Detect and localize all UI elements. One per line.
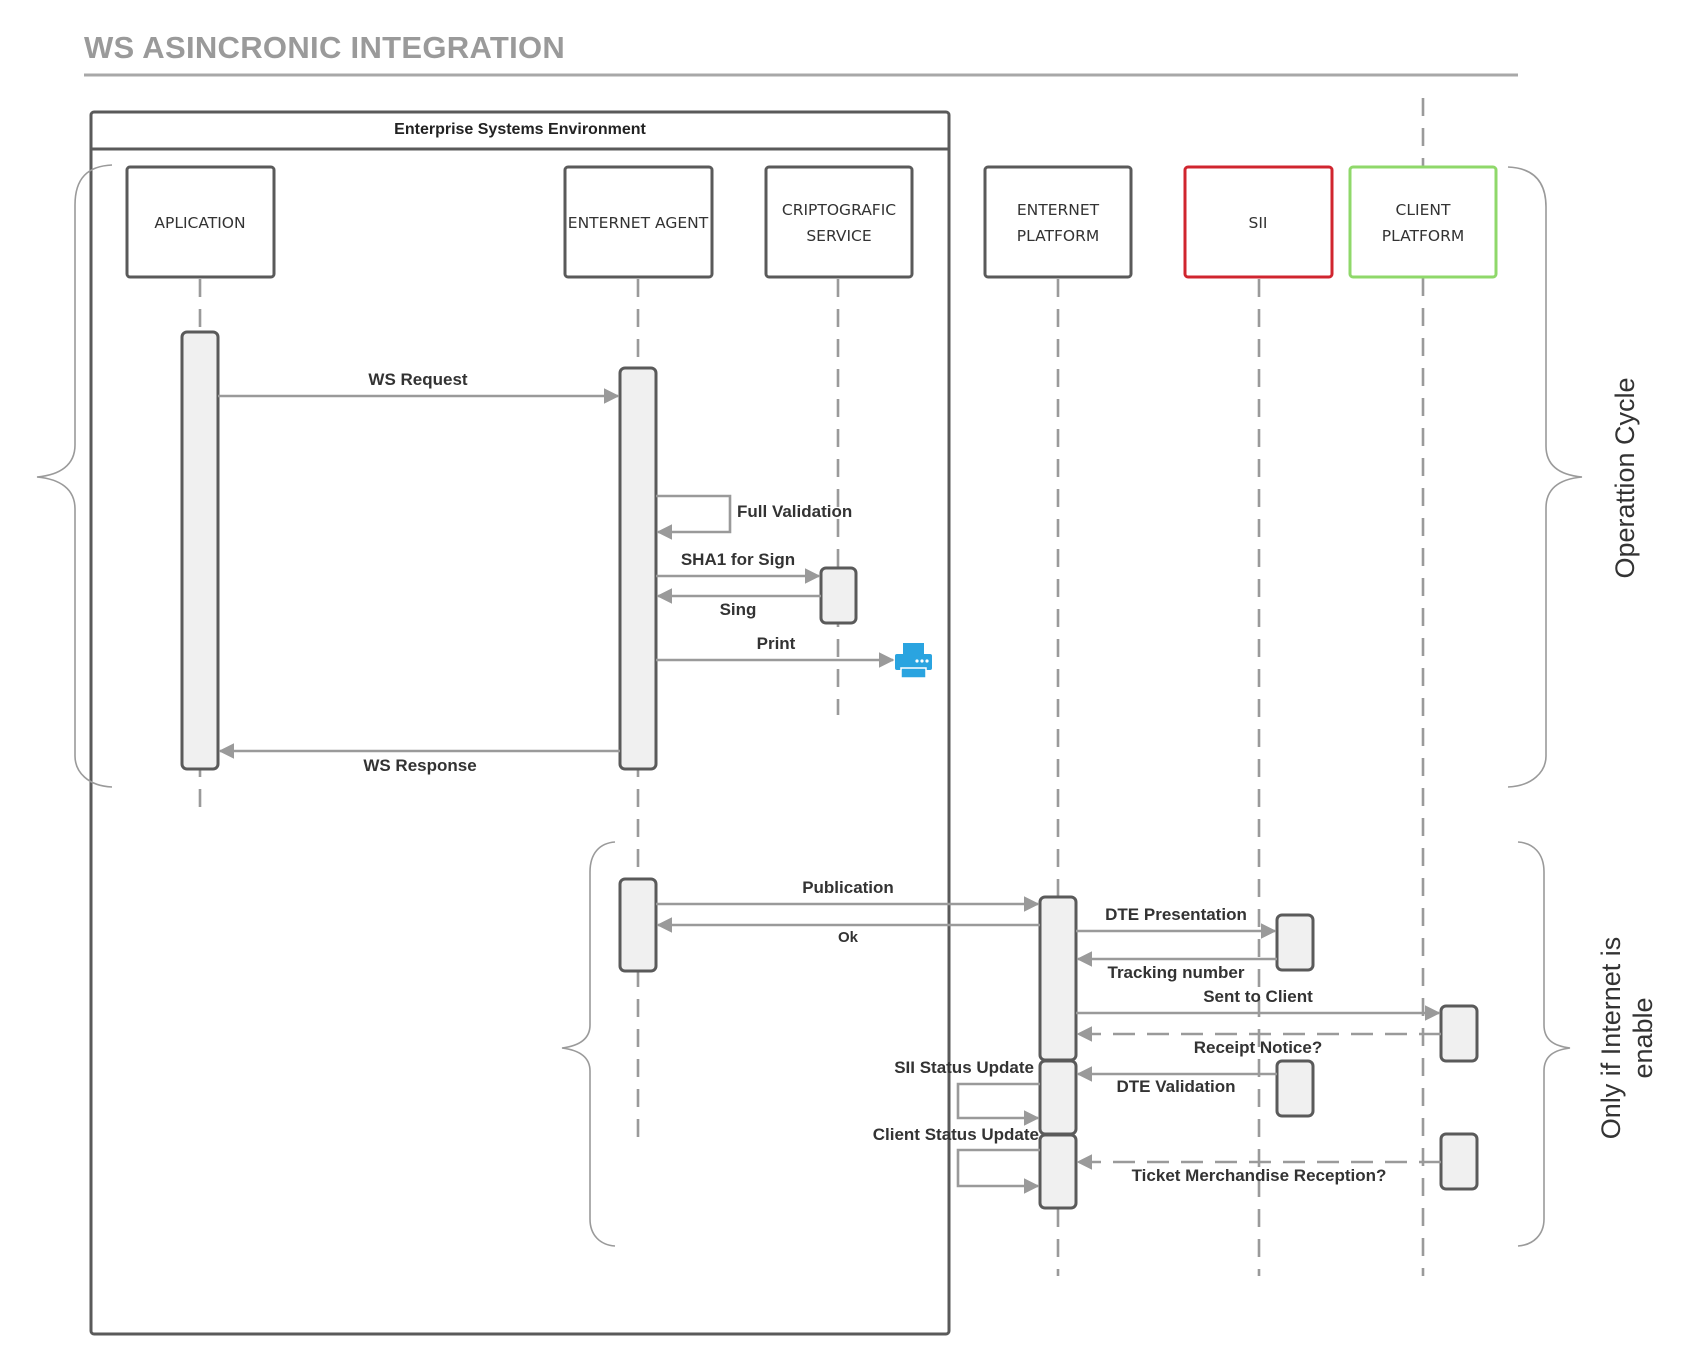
group-label-operation-cycle: Operattion Cycle — [1610, 377, 1640, 578]
message-client-status-update: Client Status Update — [873, 1125, 1040, 1194]
participant-label: SERVICE — [806, 227, 871, 245]
message-label: Full Validation — [737, 502, 852, 521]
message-dte-validation: DTE Validation — [1076, 1066, 1277, 1096]
participant-enternet-agent[interactable]: ENTERNET AGENT — [563, 165, 714, 279]
participant-label: ENTERNET AGENT — [568, 214, 709, 232]
message-ticket-merchandise-reception: Ticket Merchandise Reception? — [1076, 1154, 1441, 1185]
participant-sii[interactable]: SII — [1183, 165, 1334, 279]
activation-enternet-platform-3 — [1038, 1133, 1078, 1210]
activation-criptografic-service — [819, 566, 858, 625]
message-label: SHA1 for Sign — [681, 550, 795, 569]
message-label: WS Request — [368, 370, 468, 389]
activation-enternet-agent — [618, 366, 658, 771]
brace-operation-left — [36, 164, 113, 788]
brace-operation-right — [1507, 166, 1583, 788]
participant-client-platform[interactable]: CLIENT PLATFORM — [1348, 165, 1498, 279]
message-label: Ok — [838, 929, 859, 946]
message-ws-response: WS Response — [218, 743, 620, 775]
group-label-line: Only if Internet is — [1596, 937, 1626, 1140]
activation-sii-2 — [1275, 1059, 1315, 1118]
group-label-only-internet: Only if Internet is enable — [1596, 937, 1658, 1140]
message-sent-to-client: Sent to Client — [1076, 987, 1441, 1021]
message-label: WS Response — [363, 756, 476, 775]
frame-label: Enterprise Systems Environment — [394, 121, 646, 138]
message-tracking-number: Tracking number — [1076, 951, 1277, 982]
message-ws-request: WS Request — [218, 370, 620, 404]
activation-enternet-agent-2 — [618, 877, 658, 973]
activation-client-1 — [1439, 1004, 1479, 1063]
message-label: SII Status Update — [894, 1058, 1034, 1077]
message-label: DTE Validation — [1116, 1077, 1235, 1096]
message-label: Print — [757, 634, 796, 653]
message-publication: Publication — [656, 878, 1040, 912]
message-sing: Sing — [656, 588, 821, 619]
group-label-line: enable — [1628, 997, 1658, 1078]
message-full-validation: Full Validation — [656, 494, 852, 540]
enterprise-frame: Enterprise Systems Environment — [89, 110, 951, 1336]
participant-label: PLATFORM — [1017, 227, 1099, 245]
activation-enternet-platform-2 — [1038, 1059, 1078, 1136]
message-dte-presentation: DTE Presentation — [1076, 905, 1277, 939]
participant-label: ENTERNET — [1017, 201, 1100, 219]
activations — [180, 330, 1479, 1210]
message-label: Client Status Update — [873, 1125, 1039, 1144]
message-ok: Ok — [656, 917, 1040, 946]
message-print: Print — [656, 634, 895, 668]
participant-label: CLIENT — [1396, 201, 1451, 219]
participant-enternet-platform[interactable]: ENTERNET PLATFORM — [983, 165, 1133, 279]
participant-criptografic-service[interactable]: CRIPTOGRAFIC SERVICE — [764, 165, 914, 279]
participant-label: PLATFORM — [1382, 227, 1464, 245]
message-label: Tracking number — [1108, 963, 1245, 982]
participant-label: APLICATION — [154, 214, 245, 232]
page-title: WS ASINCRONIC INTEGRATION — [84, 30, 566, 65]
message-sii-status-update: SII Status Update — [894, 1058, 1040, 1126]
participant-aplication[interactable]: APLICATION — [125, 165, 276, 279]
message-label: Publication — [802, 878, 894, 897]
message-label: Sing — [720, 600, 757, 619]
activation-aplication — [180, 330, 220, 771]
brace-internet-right — [1517, 841, 1571, 1247]
printer-icon — [895, 643, 932, 679]
message-label: Sent to Client — [1203, 987, 1313, 1006]
participant-label: CRIPTOGRAFIC — [782, 201, 896, 219]
message-receipt-notice: Receipt Notice? — [1076, 1026, 1441, 1057]
message-sha1-for-sign: SHA1 for Sign — [656, 550, 821, 584]
participant-label: SII — [1249, 214, 1268, 232]
activation-enternet-platform-1 — [1038, 895, 1078, 1062]
message-label: DTE Presentation — [1105, 905, 1247, 924]
message-label: Receipt Notice? — [1194, 1038, 1322, 1057]
brace-internet-left — [561, 841, 616, 1247]
activation-client-2 — [1439, 1132, 1479, 1191]
message-label: Ticket Merchandise Reception? — [1132, 1166, 1387, 1185]
activation-sii-1 — [1275, 913, 1315, 972]
